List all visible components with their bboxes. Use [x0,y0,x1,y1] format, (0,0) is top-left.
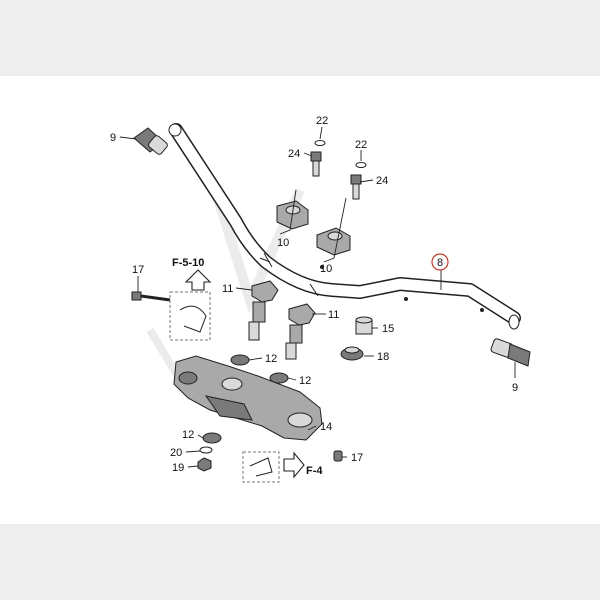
callout-12-a[interactable]: 12 [265,353,277,365]
lower-holder-right[interactable] [285,303,316,360]
callout-22-right[interactable]: 22 [355,139,367,151]
clamp-clip-left [179,305,207,333]
bar-end-weight-right[interactable] [490,338,531,367]
callout-19[interactable]: 19 [172,462,184,474]
bushing-12-a[interactable] [230,354,250,366]
callout-18[interactable]: 18 [377,351,389,363]
callout-24-right[interactable]: 24 [376,175,388,187]
top-band [0,0,600,76]
callout-24-left[interactable]: 24 [288,148,300,160]
callout-22-left[interactable]: 22 [316,115,328,127]
callout-10-left[interactable]: 10 [277,237,289,249]
callout-12-c[interactable]: 12 [182,429,194,441]
callout-20[interactable]: 20 [170,447,182,459]
bolt-17-right[interactable] [333,450,343,462]
holder-bolt-right[interactable] [350,174,362,200]
washer-right[interactable] [355,162,367,168]
diagram-panel [0,76,600,524]
bottom-band [0,524,600,600]
callout-9-bottom[interactable]: 9 [512,382,518,394]
ref-f4[interactable]: F-4 [306,465,323,477]
callout-17-left[interactable]: 17 [132,264,144,276]
callout-10-right[interactable]: 10 [320,263,332,275]
handlebar-pipe[interactable] [168,123,521,330]
callout-9-top[interactable]: 9 [110,132,116,144]
callout-8[interactable]: 8 [437,257,443,269]
ref-f5-10[interactable]: F-5-10 [172,257,204,269]
nut-19[interactable] [197,457,212,472]
callout-14[interactable]: 14 [320,421,332,433]
clamp-clip-right [249,457,273,477]
bar-end-weight-left[interactable] [133,127,169,156]
callout-11-left[interactable]: 11 [222,283,233,295]
washer-20[interactable] [199,446,213,454]
top-bridge[interactable] [173,355,323,441]
bushing-12-c[interactable] [202,432,222,444]
lower-holder-left[interactable] [248,280,279,341]
ref-box-f4 [242,451,280,483]
callout-15[interactable]: 15 [382,323,394,335]
holder-bolt-left[interactable] [310,151,322,177]
callout-12-b[interactable]: 12 [299,375,311,387]
leader-lines [119,126,516,468]
bolt-17-left[interactable] [131,291,171,302]
callout-17-right[interactable]: 17 [351,452,363,464]
cushion-18[interactable] [340,346,364,361]
collar-15[interactable] [355,316,373,335]
washer-left[interactable] [314,140,326,146]
arrow-up-f5-10[interactable] [184,269,212,291]
callout-11-right[interactable]: 11 [328,309,339,321]
highlight-circle [431,253,449,271]
ref-box-f5-10 [169,291,211,341]
arrow-right-f4[interactable] [283,451,305,479]
